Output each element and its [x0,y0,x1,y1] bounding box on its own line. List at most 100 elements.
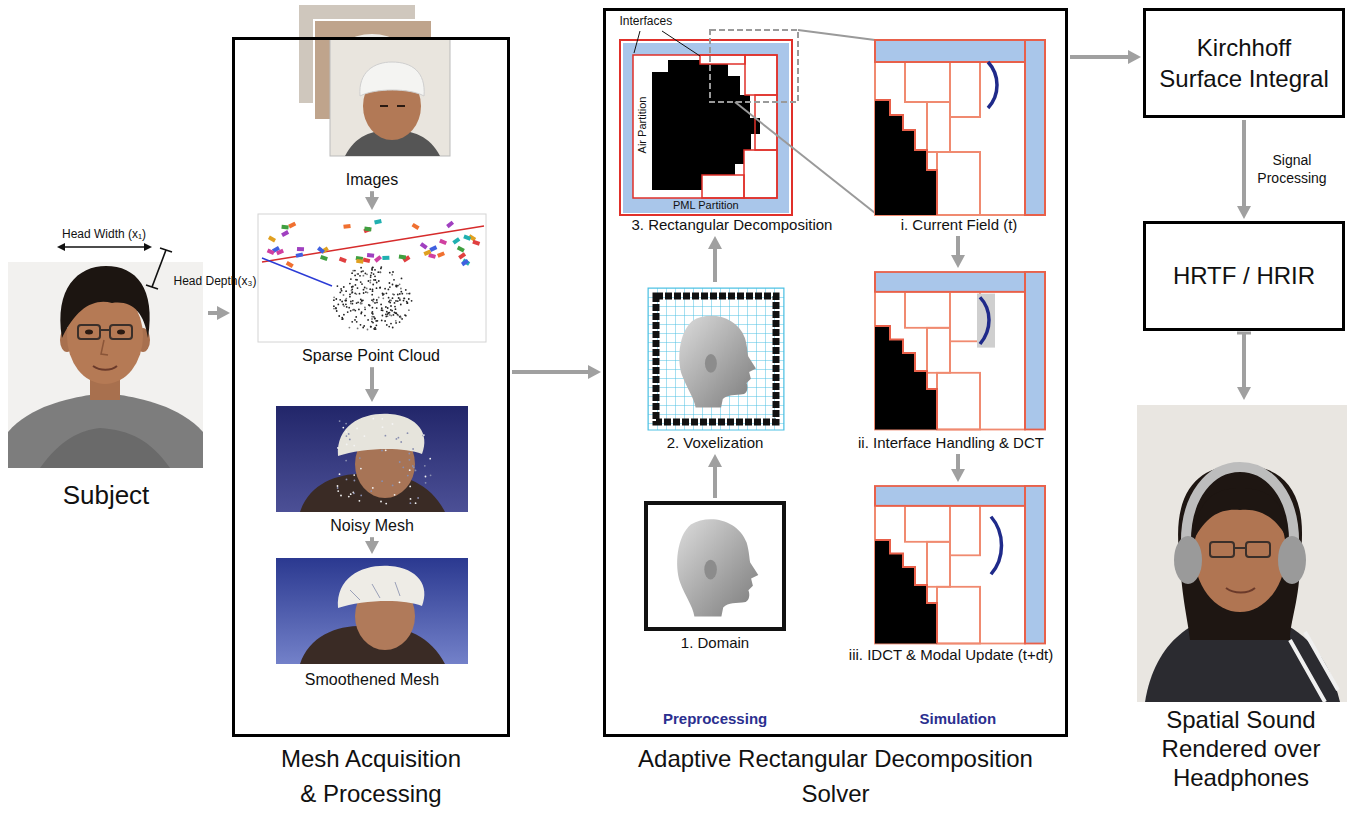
camera-icon [343,224,350,229]
node-label: 1. Domain [630,634,800,652]
arrow-shaft [1242,120,1246,208]
arrow-head [1237,206,1251,219]
point-dot [387,307,389,309]
point-dot [365,291,367,293]
point-dot [357,287,359,289]
point-dot [371,272,373,274]
point-dot [357,273,359,275]
point-dot [335,307,337,309]
point-dot [345,290,347,292]
point-dot [405,315,407,317]
subject-photo-art [117,330,125,335]
point-dot [408,293,410,295]
point-dot [370,276,372,278]
point-dot [392,327,394,329]
listener-photo-art [1278,536,1306,584]
point-dot [354,270,356,272]
noise-speck [425,476,427,478]
noise-speck [348,433,350,435]
point-dot [393,314,395,316]
arrow-head [1237,387,1251,400]
point-dot [381,309,383,311]
point-dot [373,273,375,275]
simulation-frame-ii [977,294,995,348]
camera-icon [356,259,363,264]
point-dot [351,321,353,323]
noise-speck [349,439,351,441]
point-cloud-art [258,214,486,342]
arrow-shaft [956,236,960,257]
subject-photo-art [110,325,132,339]
node-label: Kirchhoff Surface Integral [1156,32,1332,94]
noise-speck [381,418,383,420]
decomposition-art [745,55,777,95]
point-dot [395,312,397,314]
point-dot [349,293,351,295]
noise-speck [396,438,398,440]
point-dot [365,273,367,275]
point-dot [369,288,371,290]
noise-speck [412,465,414,467]
point-dot [352,300,354,302]
noise-speck [339,420,341,422]
point-dot [333,308,335,310]
point-dot [369,305,371,307]
camera-icon [420,242,428,249]
camera-icon [339,257,347,263]
noise-speck [360,495,362,497]
point-dot [363,325,365,327]
noise-speck [422,435,424,437]
point-dot [369,282,371,284]
point-dot [349,327,351,329]
point-dot [380,266,382,268]
flow-arrow [1070,50,1141,64]
photo-stack-art [298,4,450,156]
point-dot [386,311,388,313]
noise-speck [402,466,404,468]
point-dot [403,300,405,302]
point-dot [379,287,381,289]
point-dot [399,321,401,323]
point-dot [358,309,360,311]
point-dot [341,290,343,292]
figure-label: Head Width (x₁) [62,227,146,241]
step-figure: 2. Voxelization [630,284,800,452]
decomposition-art [623,43,789,55]
figure-label: PML Partition [673,199,739,211]
noisy-mesh-art [276,406,468,512]
point-dot [383,293,385,295]
arrow-shaft [1242,333,1246,389]
noise-speck [423,434,425,436]
point-dot [399,297,401,299]
point-dot [376,302,378,304]
point-dot [373,299,375,301]
point-dot [397,315,399,317]
simulation-frame-iii [875,486,1045,644]
figure-space [255,212,487,346]
point-dot [350,310,352,312]
flow-arrow [365,191,379,210]
step-figure: i. Current Field (t) [864,36,1054,234]
arrow-head [588,365,601,379]
point-dot [351,292,353,294]
listener-figure: Spatial Sound Rendered over Headphones [1135,402,1347,792]
figure-space [630,500,800,634]
point-dot [373,316,375,318]
flow-arrow [365,537,379,554]
arrow-head [708,236,722,249]
camera-icon [364,227,371,232]
simulation-frame-iii [991,517,1002,575]
point-dot [389,272,391,274]
point-dot [339,292,341,294]
node-label: Images [292,170,452,189]
camera-icon [288,222,296,229]
simulation-frame-ii [980,297,989,344]
point-dot [373,279,375,281]
point-dot [371,321,373,323]
point-dot [339,299,341,301]
simulation-frame-ii [875,272,1045,430]
point-dot [385,313,387,315]
flow-arrow [951,236,965,268]
noise-speck [407,475,409,477]
